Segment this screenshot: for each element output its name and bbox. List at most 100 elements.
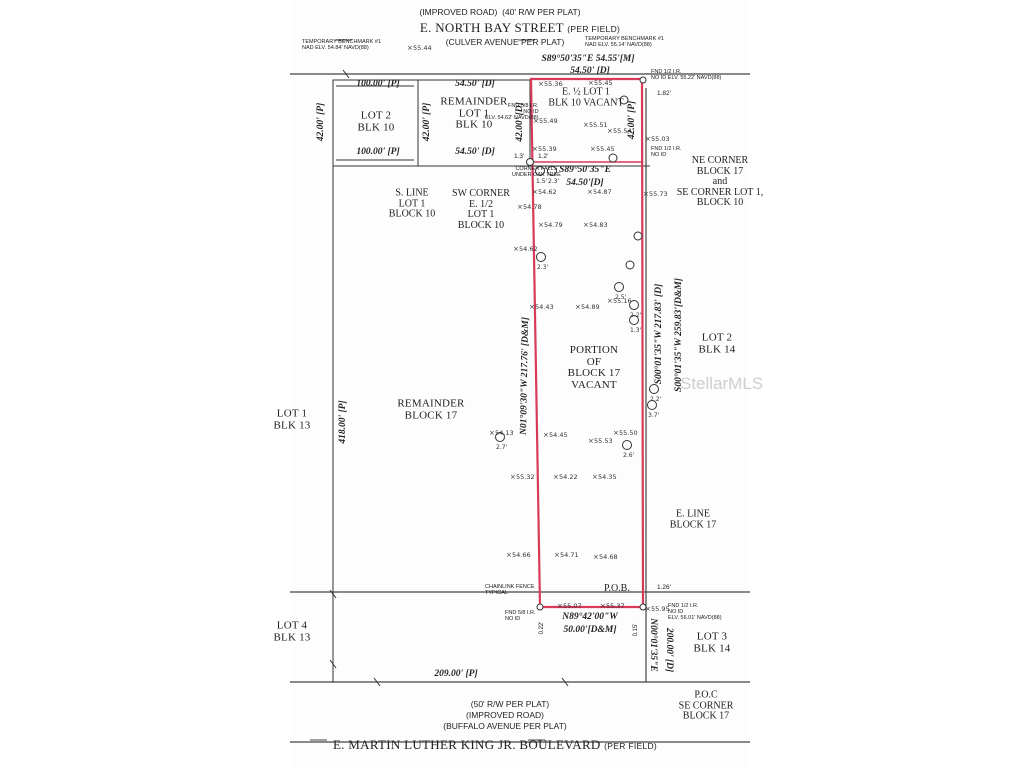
spot-elevation-label: 54.35	[598, 473, 617, 481]
lot3-blk14-label: LOT 3 BLK 14	[693, 630, 731, 654]
spot-elevation-label: 55.54	[613, 127, 632, 135]
tree: 2.2'	[649, 384, 662, 403]
centerline-markers	[310, 39, 545, 741]
spot-elevation-label: 54.87	[593, 188, 612, 196]
break-marks	[329, 69, 569, 687]
lot2-side-dim: 42.00' [P]	[316, 102, 327, 142]
break-mark	[329, 589, 337, 599]
spot-elevation-label: 54.45	[549, 431, 568, 439]
iron-rod-marker	[639, 76, 647, 84]
spot-marker: ×	[506, 551, 512, 559]
spot-elevation: ×55.54	[607, 127, 632, 135]
spot-marker: ×	[538, 80, 544, 88]
spot-marker: ×	[532, 188, 538, 196]
left-side-bearing: N01°09'30"W 217.76' [D&M]	[518, 316, 532, 436]
break-mark	[342, 69, 350, 79]
spot-elevation: ×55.45	[588, 79, 613, 87]
rem-top-dim: 54.50' [D]	[455, 79, 495, 89]
top-road-name: E. NORTH BAY STREET (PER FIELD)	[419, 20, 621, 35]
spot-elevation: ×55.37	[600, 602, 625, 610]
tree-icon	[495, 432, 505, 442]
spot-marker: ×	[645, 605, 651, 613]
tree-icon	[647, 400, 657, 410]
spot-elevation: ×54.13	[489, 429, 514, 437]
spot-marker: ×	[588, 437, 594, 445]
spot-marker: ×	[529, 303, 535, 311]
tree-icon	[622, 440, 632, 450]
e-line-callout: E. LINE BLOCK 17	[669, 508, 717, 530]
sw-corner-callout: SW CORNER E. 1/2 LOT 1 BLOCK 10	[452, 188, 510, 231]
tree-size-label: 2.6'	[623, 452, 635, 459]
benchmark-left: TEMPORARY BENCHMARK #1 NAD ELV. 54.84' N…	[302, 39, 381, 51]
spot-marker: ×	[588, 79, 594, 87]
spot-marker: ×	[533, 117, 539, 125]
tree-size-label: 1.5'	[536, 178, 548, 185]
tree-size-label: 2.5'	[615, 294, 627, 301]
lot2-blk10-label: LOT 2 BLK 10	[357, 109, 395, 133]
iron-rod-marker	[536, 603, 544, 611]
remainder-blk17-label: REMAINDER BLOCK 17	[397, 397, 465, 421]
spot-elevation-label: 55.51	[589, 121, 608, 129]
tree-icon	[629, 315, 639, 325]
spot-elevation: ×55.03	[645, 135, 670, 143]
tree-size-label: 2.7'	[496, 444, 508, 451]
spot-elevation-label: 54.22	[559, 473, 578, 481]
tree: 2.7'	[495, 432, 508, 451]
spot-elevation-label: 54.13	[495, 429, 514, 437]
right-side-bearing-d: S00°01'35"W 217.83' [D]	[654, 283, 665, 385]
block-height-dim: 418.00' [P]	[338, 400, 349, 444]
bottom-road-improved: (IMPROVED ROAD)	[466, 710, 544, 720]
tree-icon	[614, 282, 624, 292]
spot-elevation: ×54.62	[532, 188, 557, 196]
spot-elevation: ×54.89	[575, 303, 600, 311]
top-road-aka: (CULVER AVENUE PER PLAT)	[445, 37, 565, 47]
spot-elevation-label: 55.39	[538, 145, 557, 153]
spot-elevation-label: 54.79	[544, 221, 563, 229]
lot2-blk14-label: LOT 2 BLK 14	[698, 331, 736, 355]
pob-label: P.O.B.	[604, 583, 630, 594]
bottom-road-rw: (50' R/W PER PLAT)	[470, 699, 550, 709]
spot-marker: ×	[613, 429, 619, 437]
spot-elevation: ×55.95	[645, 605, 670, 613]
iron-rod-marker	[526, 158, 534, 166]
utility-marker	[633, 231, 643, 241]
spot-elevation: ×54.22	[553, 473, 578, 481]
spot-marker: ×	[532, 145, 538, 153]
corner-markers	[526, 76, 647, 611]
utility-marker	[608, 153, 618, 163]
spot-elevation-label: 55.37	[606, 602, 625, 610]
fnd-top-right: FND 1/2 I.R. NO ID ELV. 55.22' NAVD(88)	[651, 69, 722, 81]
spot-elevation-label: 55.07	[563, 602, 582, 610]
spot-elevations: ×55.44×55.36×55.45×55.49×55.51×55.54×55.…	[407, 44, 670, 613]
spot-marker: ×	[583, 221, 589, 229]
spot-marker: ×	[607, 127, 613, 135]
plat-sheet	[290, 0, 750, 768]
top-bearing: S89°50'35"E 54.55'[M]	[541, 54, 635, 64]
spot-elevation: ×54.43	[529, 303, 554, 311]
tree-size-label: 3.7'	[648, 412, 660, 419]
lot4-blk13-label: LOT 4 BLK 13	[273, 619, 311, 643]
spot-marker: ×	[590, 145, 596, 153]
spot-marker: ×	[553, 473, 559, 481]
spot-elevation-label: 54.83	[589, 221, 608, 229]
spot-elevation-label: 55.16	[613, 297, 632, 305]
break-mark	[561, 677, 569, 687]
spot-elevation: ×55.39	[532, 145, 557, 153]
spot-marker: ×	[643, 190, 649, 198]
tree: 2.6'	[622, 440, 635, 459]
tree-size-label: 2.3'	[537, 264, 549, 271]
top-road-improved: (IMPROVED ROAD) (40' R/W PER PLAT)	[419, 7, 581, 17]
spot-marker: ×	[517, 203, 523, 211]
tree-size-label: 2.3'	[548, 178, 560, 185]
spot-elevation: ×55.51	[583, 121, 608, 129]
bottom-width-dim: 209.00' [P]	[434, 669, 478, 679]
spot-elevation: ×55.32	[510, 473, 535, 481]
spot-elevation: ×54.71	[554, 551, 579, 559]
trees: 1.5'2.3'2.3'2.5'2.2'1.3'2.2'3.7'2.6'2.7'	[495, 166, 662, 459]
rem-side-dim: 42.00' [P]	[422, 102, 433, 142]
spot-elevation-label: 54.62	[538, 188, 557, 196]
spot-elevation-label: 54.89	[581, 303, 600, 311]
mid-bearing: S89°50'35"E	[559, 165, 611, 175]
spot-elevation: ×55.16	[607, 297, 632, 305]
tree-size-label: 1.3'	[630, 327, 642, 334]
